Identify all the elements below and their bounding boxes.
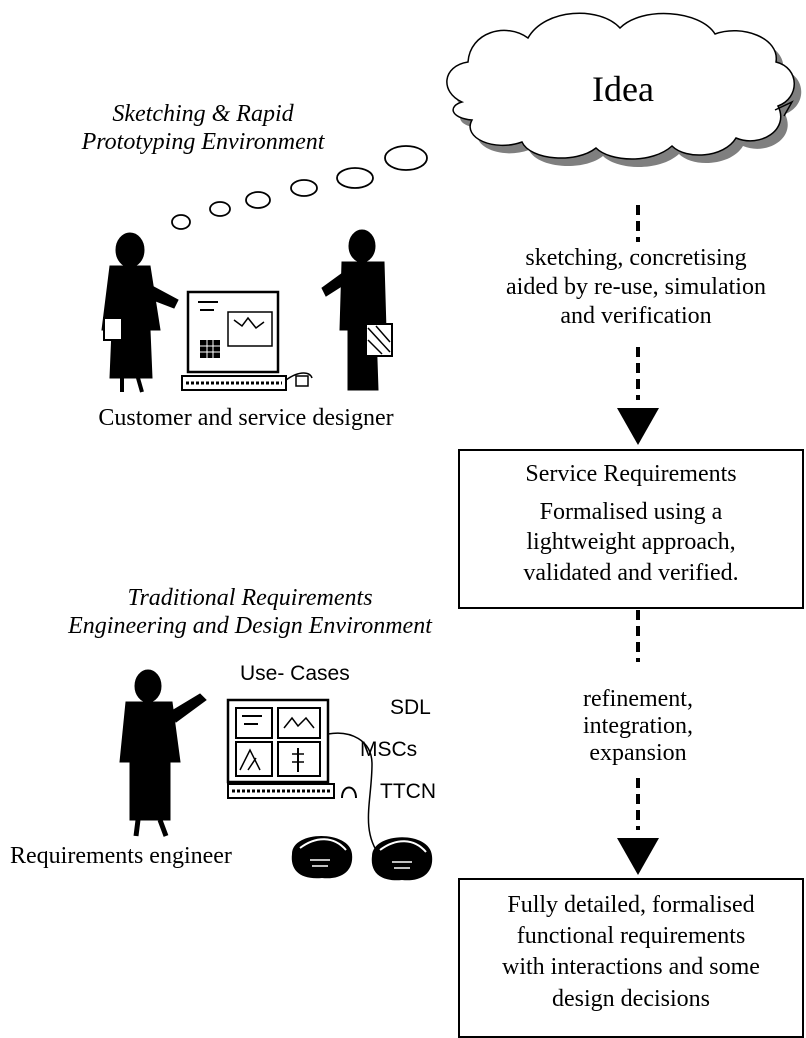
step1-label-line1: sketching, concretising [525, 245, 747, 271]
telephone-icon-right [371, 837, 433, 881]
functional-requirements-line2: functional requirements [516, 923, 746, 950]
service-requirements-line1: Formalised using a [539, 499, 723, 526]
idea-cloud [446, 12, 802, 168]
functional-requirements-line1: Fully detailed, formalised [507, 892, 755, 918]
step2-label-line1: refinement, [583, 686, 693, 712]
functional-requirements-line3: with interactions and some [502, 954, 760, 981]
service-requirements-box: Service Requirements Formalised using a … [458, 449, 804, 609]
step1-label-line3: and verification [560, 302, 712, 329]
requirements-engineer-caption: Requirements engineer [10, 843, 232, 869]
traditional-environment-title-line1: Traditional Requirements [127, 585, 373, 611]
service-requirements-line3: validated and verified. [523, 559, 739, 586]
service-requirements-title: Service Requirements [525, 461, 737, 487]
computer-icon [181, 290, 313, 391]
service-designer-figure-icon [321, 229, 393, 391]
step2-label-line3: expansion [589, 739, 687, 766]
functional-requirements-line4: design decisions [552, 985, 710, 1012]
ttcn-label: TTCN [380, 780, 436, 803]
traditional-environment-title: Traditional Requirements Engineering and… [0, 584, 500, 641]
step1-label: sketching, concretising aided by re-use,… [466, 244, 806, 330]
sketching-environment-title: Sketching & Rapid Prototyping Environmen… [18, 100, 388, 157]
step2-label: refinement, integration, expansion [538, 686, 738, 767]
service-requirements-line2: lightweight approach, [526, 529, 736, 556]
arrow-service-to-final [617, 610, 659, 875]
thought-bubbles [171, 145, 428, 230]
requirements-engineer-figure-icon [119, 669, 207, 837]
workstation-icon [226, 698, 381, 857]
functional-requirements-box: Fully detailed, formalised functional re… [458, 878, 804, 1038]
step2-label-line2: integration, [583, 712, 693, 739]
mscs-label: MSCs [360, 738, 418, 761]
sdl-label: SDL [390, 696, 431, 719]
traditional-environment-title-line2: Engineering and Design Environment [68, 613, 432, 640]
customer-designer-caption: Customer and service designer [98, 405, 394, 431]
idea-label: Idea [592, 69, 654, 109]
step1-label-line2: aided by re-use, simulation [506, 273, 766, 300]
arrow-idea-to-service [617, 205, 659, 445]
telephone-icon-left [291, 836, 353, 879]
sketching-environment-title-line1: Sketching & Rapid [112, 101, 294, 127]
use-cases-label: Use- Cases [240, 662, 350, 685]
sketching-environment-title-line2: Prototyping Environment [81, 129, 325, 156]
customer-figure-icon [101, 232, 179, 393]
